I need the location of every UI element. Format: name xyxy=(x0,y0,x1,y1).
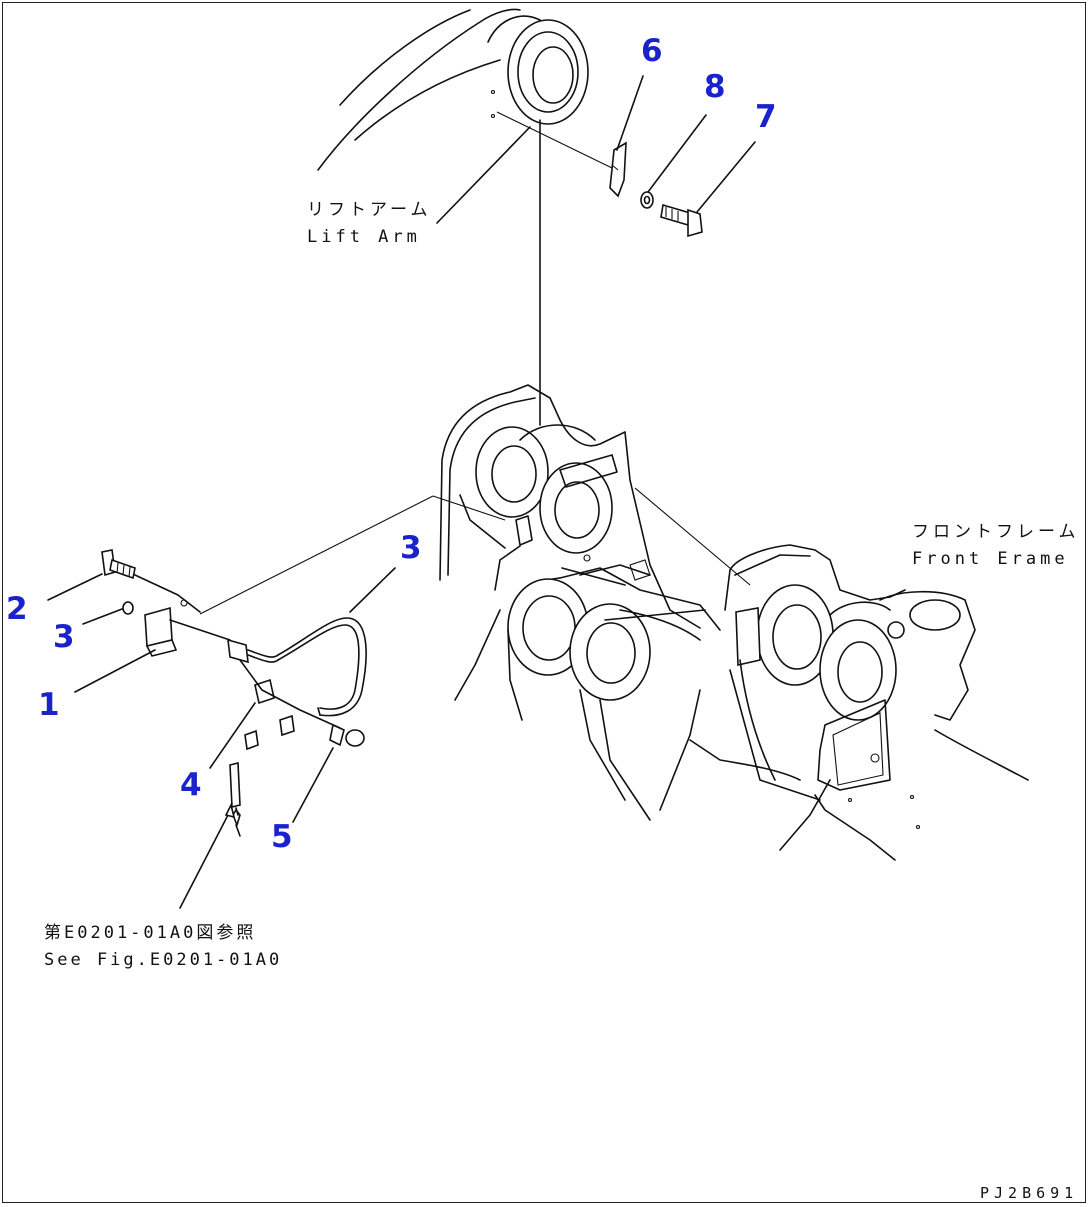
callout-5: 5 xyxy=(271,819,293,855)
callout-7: 7 xyxy=(755,99,777,135)
drawing-code: PJ2B691 xyxy=(980,1184,1079,1202)
lift-arm-label-jp: リフトアーム xyxy=(307,200,432,220)
front-frame-label-en: Front Erame xyxy=(912,549,1069,569)
callout-3-right: 3 xyxy=(400,530,422,566)
reference-figure-label-en: See Fig.E0201-01A0 xyxy=(44,950,283,970)
lift-arm-drawing xyxy=(317,8,589,171)
lift-arm-label-en: Lift Arm xyxy=(307,227,421,247)
callout-4: 4 xyxy=(180,767,202,803)
leader-lines xyxy=(47,75,756,909)
retainer-parts-drawing xyxy=(496,111,703,238)
harness-assembly-drawing xyxy=(101,549,367,837)
front-frame-label-jp: フロントフレーム xyxy=(912,522,1080,542)
callout-6: 6 xyxy=(641,33,663,69)
reference-figure-label-jp: 第E0201-01A0図参照 xyxy=(44,923,257,943)
callout-2: 2 xyxy=(6,591,28,627)
callout-1: 1 xyxy=(38,687,60,723)
front-frame-drawing xyxy=(439,384,1029,861)
callout-8: 8 xyxy=(704,69,726,105)
callout-3-left: 3 xyxy=(53,619,75,655)
